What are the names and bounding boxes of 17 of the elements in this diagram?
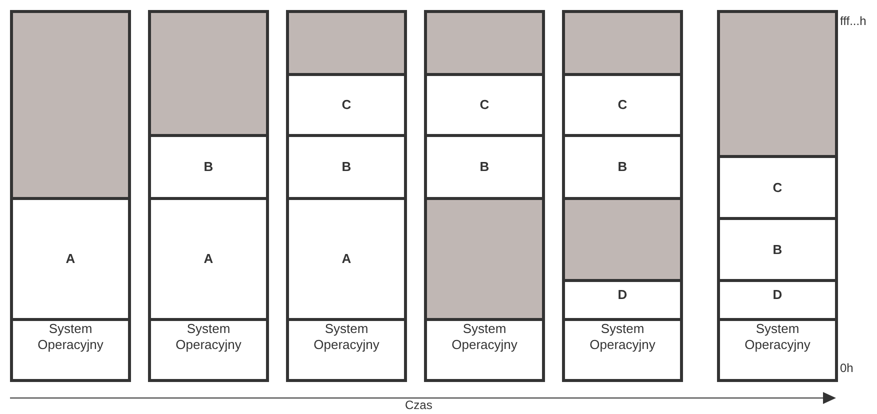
memory-column xyxy=(148,10,269,382)
memory-column xyxy=(424,10,545,382)
free-memory-block xyxy=(720,13,835,155)
free-memory-block xyxy=(427,13,542,73)
memory-column xyxy=(286,10,407,382)
memory-column xyxy=(10,10,131,382)
memory-column xyxy=(562,10,683,382)
free-memory-block xyxy=(427,197,542,318)
free-memory-block xyxy=(289,13,404,73)
address-label: fff...h xyxy=(840,13,866,30)
free-memory-block xyxy=(151,13,266,134)
free-memory-block xyxy=(13,13,128,197)
free-memory-block xyxy=(565,197,680,279)
address-label: 0h xyxy=(840,360,854,377)
free-memory-block xyxy=(565,13,680,73)
memory-column xyxy=(717,10,838,382)
axis-label: Czas xyxy=(405,399,432,411)
